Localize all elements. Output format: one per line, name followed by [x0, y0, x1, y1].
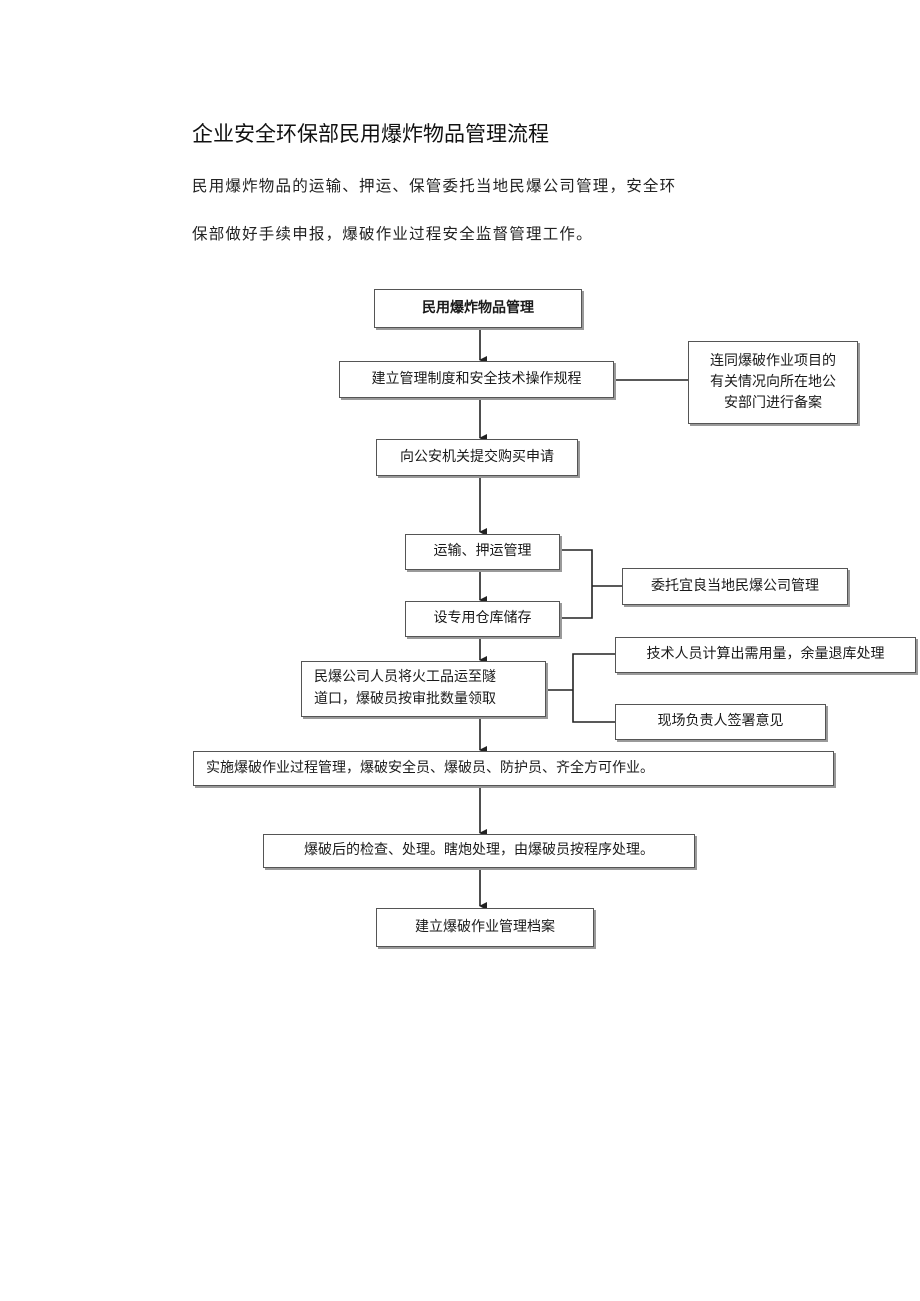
node-establish-rules: 建立管理制度和安全技术操作规程: [339, 361, 614, 398]
node-transport-escort: 运输、押运管理: [405, 534, 560, 570]
node-site-manager-sign: 现场负责人签署意见: [615, 704, 826, 740]
bracket-n6-sides: [572, 653, 615, 723]
page-title: 企业安全环保部民用爆炸物品管理流程: [192, 122, 549, 146]
node-archive: 建立爆破作业管理档案: [376, 908, 594, 947]
intro-line-1: 民用爆炸物品的运输、押运、保管委托当地民爆公司管理，安全环: [192, 177, 677, 195]
bracket-n4-n5: [560, 549, 593, 619]
node-calc-quantity: 技术人员计算出需用量，余量退库处理: [615, 637, 916, 673]
node-purchase-application: 向公安机关提交购买申请: [376, 439, 578, 476]
node-blasting-process-mgmt: 实施爆破作业过程管理，爆破安全员、爆破员、防护员、齐全方可作业。: [193, 751, 834, 786]
node-deliver-and-collect: 民爆公司人员将火工品运至隧 道口，爆破员按审批数量领取: [301, 661, 546, 717]
node-post-blast-check: 爆破后的检查、处理。瞎炮处理，由爆破员按程序处理。: [263, 834, 695, 868]
node-civil-explosives-mgmt: 民用爆炸物品管理: [374, 289, 582, 328]
node-filing-police: 连同爆破作业项目的 有关情况向所在地公 安部门进行备案: [688, 341, 858, 424]
node-entrust-local-company: 委托宜良当地民爆公司管理: [622, 568, 848, 605]
node-warehouse-storage: 设专用仓库储存: [405, 601, 560, 637]
intro-line-2: 保部做好手续申报，爆破作业过程安全监督管理工作。: [192, 225, 593, 243]
